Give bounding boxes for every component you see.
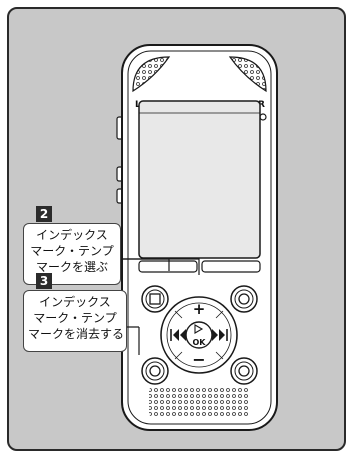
callout-line: インデックス	[36, 228, 108, 242]
minus-key-label[interactable]: −	[192, 350, 205, 369]
left-mic-label: L	[135, 100, 141, 110]
voice-recorder-device: L R + −	[109, 44, 278, 431]
right-soft-key[interactable]	[201, 260, 261, 273]
right-mic-label: R	[258, 100, 265, 110]
ok-label: OK	[193, 338, 207, 347]
callout-line: マーク・テンプ	[30, 244, 114, 258]
callout-line: マーク・テンプ	[33, 311, 117, 325]
callout-line: マークを選ぶ	[35, 260, 108, 274]
menu-button[interactable]	[230, 357, 258, 385]
callout-line: インデックス	[39, 295, 111, 309]
speaker-grille	[149, 387, 249, 417]
left-soft-key[interactable]	[138, 260, 198, 273]
play-ok-button[interactable]: OK	[185, 321, 213, 349]
erase-button[interactable]	[141, 357, 169, 385]
plus-key-label[interactable]: +	[193, 300, 206, 318]
left-microphone	[132, 56, 171, 93]
step-number-3: 3	[36, 273, 52, 289]
callout-line: マークを消去する	[28, 327, 125, 341]
stop-button[interactable]	[141, 285, 169, 313]
display-screen	[138, 100, 261, 259]
fast-forward-icon[interactable]	[212, 329, 228, 341]
step-number-2: 2	[36, 206, 52, 222]
callout-erase-index-mark: インデックス マーク・テンプ マークを消去する	[23, 290, 127, 352]
rewind-icon[interactable]	[170, 329, 186, 341]
right-microphone	[228, 56, 267, 93]
record-button[interactable]	[230, 285, 258, 313]
illustration-panel: L R + −	[7, 7, 346, 451]
